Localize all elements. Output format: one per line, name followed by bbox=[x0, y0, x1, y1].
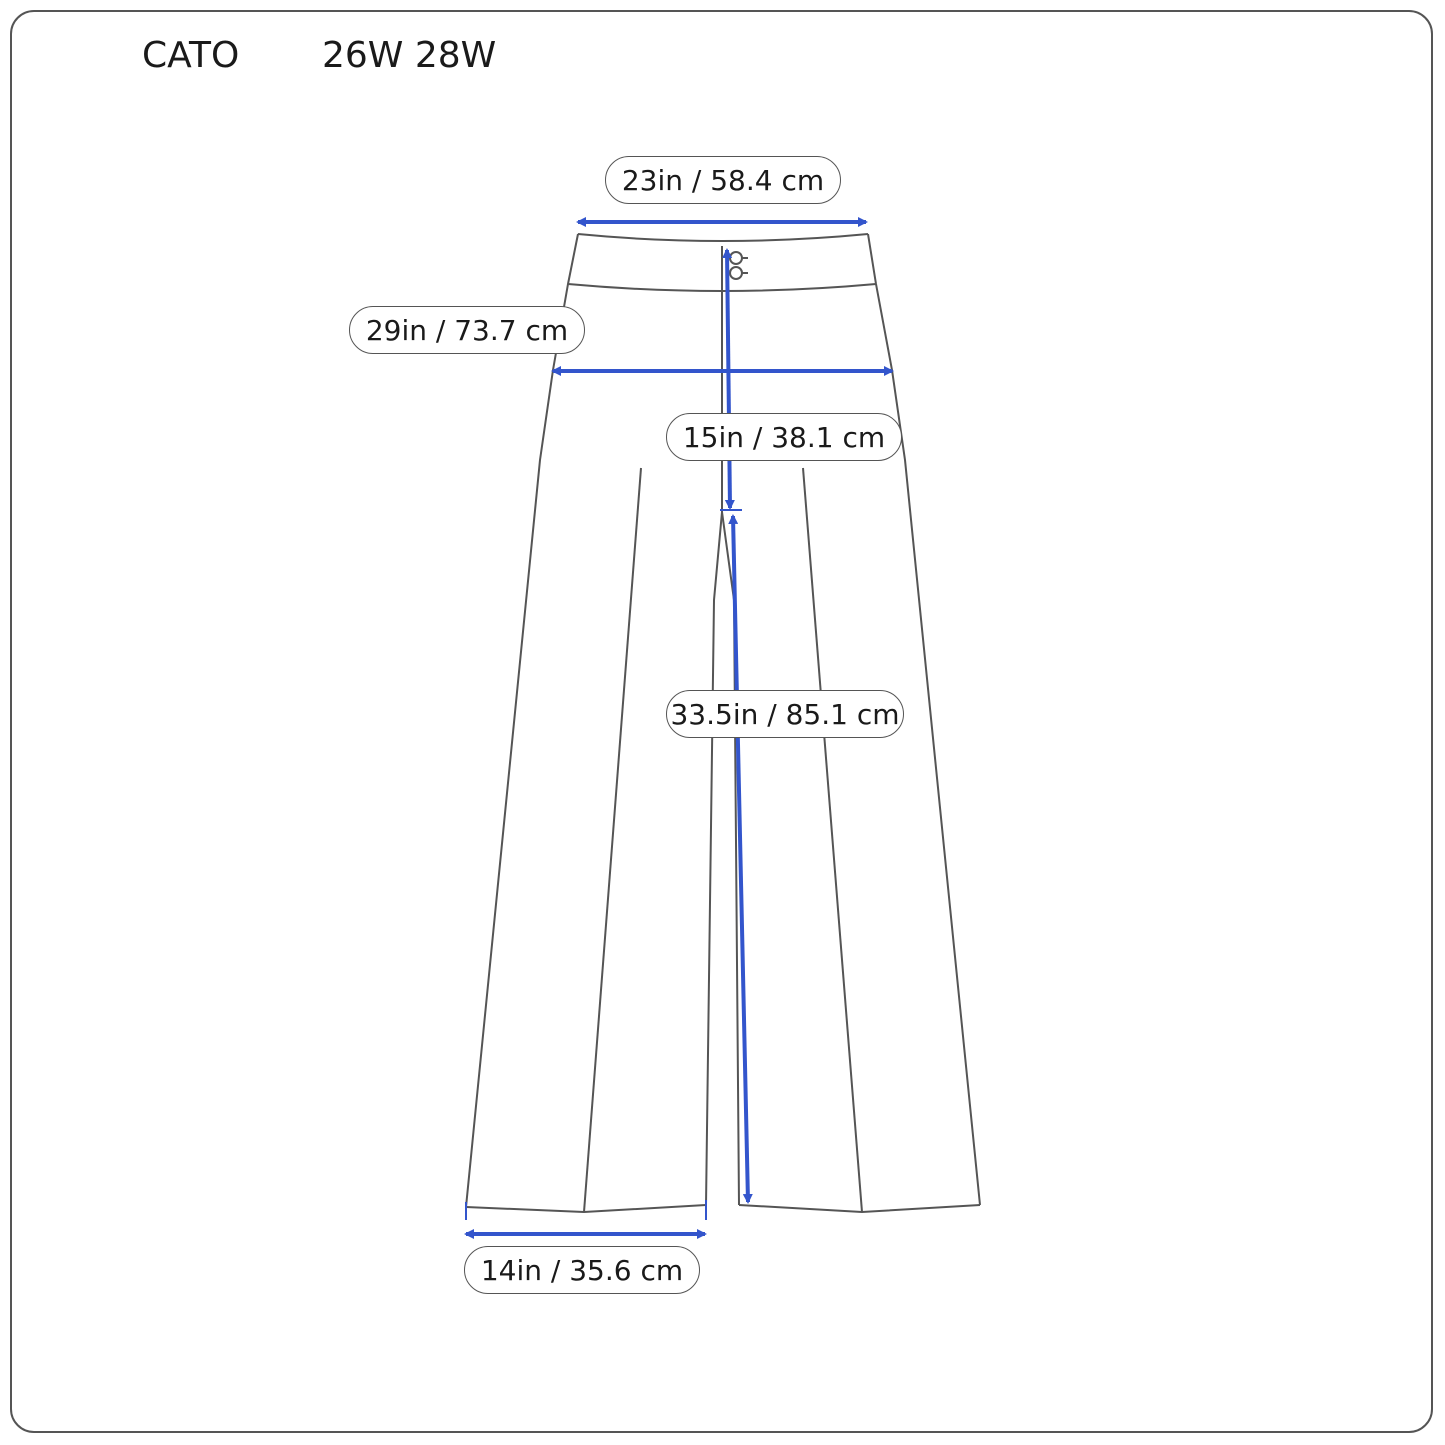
inseam-arrow bbox=[728, 514, 753, 1204]
leg-opening-measurement-label: 14in / 35.6 cm bbox=[464, 1246, 700, 1294]
rise-arrow bbox=[722, 248, 735, 510]
left-crease bbox=[583, 467, 642, 1213]
left-outer-seam bbox=[465, 233, 579, 1208]
waist-measurement-label: 23in / 58.4 cm bbox=[605, 156, 841, 204]
left-hem bbox=[465, 1204, 707, 1213]
size-labels: 26W 28W bbox=[322, 35, 497, 76]
button-icon bbox=[729, 251, 748, 280]
top-button-icon bbox=[729, 251, 743, 265]
inseam-measurement-label: 33.5in / 85.1 cm bbox=[666, 690, 904, 738]
brand-name: CATO bbox=[142, 35, 240, 76]
bottom-button-icon bbox=[729, 266, 743, 280]
right-crease bbox=[802, 467, 863, 1213]
rise-measurement-label: 15in / 38.1 cm bbox=[666, 413, 902, 461]
waistband-top-line bbox=[577, 233, 869, 242]
hip-measurement-label: 29in / 73.7 cm bbox=[349, 306, 585, 354]
left-inseam bbox=[705, 511, 723, 1206]
right-hem bbox=[738, 1204, 981, 1213]
